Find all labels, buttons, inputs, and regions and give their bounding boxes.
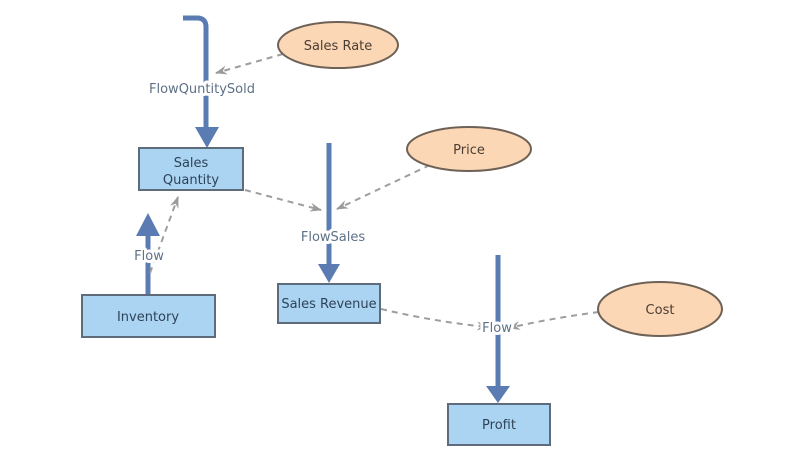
profit-box[interactable] [447, 403, 551, 446]
sales-quantity-box[interactable] [138, 147, 244, 191]
node-inventory[interactable]: Inventory [81, 294, 216, 338]
inventory-box[interactable] [81, 294, 216, 338]
variable-price[interactable]: Price [406, 126, 532, 172]
inventory-label: Inventory [117, 310, 179, 325]
cost-ellipse[interactable] [597, 281, 723, 337]
price-ellipse[interactable] [406, 126, 532, 172]
node-profit[interactable]: Profit [447, 403, 551, 446]
flow-quantity-sold-label: FlowQuntitySold [149, 82, 255, 97]
sales-revenue-label: Sales Revenue [281, 297, 376, 312]
price-label: Price [453, 143, 485, 158]
connector-price-to-flow-sales[interactable] [336, 164, 431, 210]
flow-profit-pipe[interactable] [486, 255, 510, 403]
connector-cost-to-flow-profit[interactable] [508, 311, 600, 330]
sales-quantity-label-line2: Quantity [163, 173, 219, 188]
sales-rate-label: Sales Rate [304, 39, 373, 54]
variable-sales-rate[interactable]: Sales Rate [277, 21, 399, 69]
connector-inventory-to-sales-quantity[interactable] [149, 196, 179, 274]
node-sales-revenue[interactable]: Sales Revenue [277, 283, 381, 324]
flow-quantity-sold-pipe[interactable] [183, 15, 219, 148]
connector-sales-rate-to-flow-quantity-sold[interactable] [215, 53, 284, 75]
cost-label: Cost [646, 303, 675, 318]
connector-sales-quantity-to-flow-sales[interactable] [244, 189, 322, 212]
flow-profit-label: Flow [482, 321, 512, 336]
sales-rate-ellipse[interactable] [277, 21, 399, 69]
flow-inventory-arrowhead [136, 213, 160, 236]
connector-sales-revenue-to-flow-profit[interactable] [380, 308, 489, 331]
flow-profit-arrowhead [486, 386, 510, 403]
flow-quantity-sold-arrowhead [195, 127, 219, 148]
node-sales-quantity[interactable]: Sales Quantity [138, 147, 244, 191]
flow-sales-arrowhead [318, 264, 340, 283]
variable-cost[interactable]: Cost [597, 281, 723, 337]
flow-inventory-label: Flow [134, 249, 164, 264]
flow-sales-pipe[interactable] [318, 143, 340, 283]
sales-revenue-box[interactable] [277, 283, 381, 324]
profit-label: Profit [482, 418, 516, 433]
sales-quantity-label-line1: Sales [174, 156, 209, 171]
flow-quantity-sold-pipe-line[interactable] [183, 15, 209, 128]
flow-sales-label: FlowSales [301, 230, 366, 245]
flow-inventory-pipe[interactable] [136, 213, 160, 295]
